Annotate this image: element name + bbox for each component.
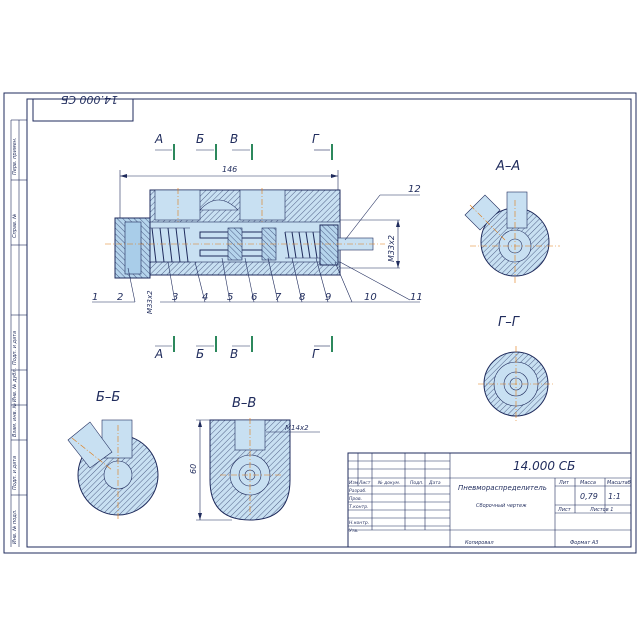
tb-designation: 14.000 СБ bbox=[513, 459, 575, 473]
section-b-b-title: Б–Б bbox=[96, 390, 120, 405]
callout-3: 3 bbox=[172, 292, 178, 303]
callout-9: 9 bbox=[325, 292, 331, 303]
strip-label: Инв. № дубл. bbox=[12, 368, 18, 402]
section-v-v-title: В–В bbox=[232, 396, 256, 411]
strip-label: Подп. и дата bbox=[12, 456, 18, 490]
tb-col: Подп. bbox=[410, 480, 424, 486]
strip-label: Инв. № подл. bbox=[12, 510, 18, 545]
tb-copied: Копировал bbox=[465, 540, 494, 546]
tb-role: Разраб. bbox=[349, 488, 367, 494]
tb-subname: Сборочный чертеж bbox=[476, 503, 527, 509]
tb-col: № докум. bbox=[377, 480, 400, 486]
cut-label-g: Г bbox=[312, 347, 320, 361]
callout-6: 6 bbox=[251, 292, 257, 303]
inner-frame bbox=[26, 98, 632, 548]
tb-col: Дата bbox=[428, 480, 441, 486]
tb-scale-label: Масштаб bbox=[607, 480, 631, 486]
strip-label: Взам. инв. № bbox=[12, 403, 18, 437]
callout-8: 8 bbox=[299, 292, 305, 303]
callout-12: 12 bbox=[408, 184, 421, 195]
tb-format: Формат А3 bbox=[570, 540, 598, 546]
tb-lit: Лит bbox=[558, 480, 570, 486]
dim-thread-left: M33x2 bbox=[146, 290, 154, 314]
tb-name: Пневмораспределитель bbox=[458, 484, 547, 492]
dim-thread-right: M33x2 bbox=[387, 235, 396, 262]
tb-role: Утв. bbox=[349, 528, 358, 534]
cut-markers-top: А Б В Г bbox=[154, 132, 333, 160]
cut-label-v: В bbox=[230, 132, 238, 146]
callouts: 1 2 3 4 5 6 7 8 9 10 11 12 bbox=[92, 184, 423, 303]
dim-length-text: 146 bbox=[222, 165, 237, 174]
section-g-g-title: Г–Г bbox=[498, 315, 521, 330]
cut-label-v: В bbox=[230, 347, 238, 361]
strip-label: Перв. примен. bbox=[12, 137, 18, 175]
tb-col: Лист bbox=[358, 480, 371, 486]
strip-label: Подп. и дата bbox=[12, 331, 18, 365]
title-block: Изм Лист № докум. Подп. Дата Разраб. Про… bbox=[347, 452, 632, 548]
section-b-b: Б–Б bbox=[67, 390, 159, 520]
callout-4: 4 bbox=[202, 292, 208, 303]
cut-label-a: А bbox=[154, 132, 163, 146]
callout-11: 11 bbox=[410, 292, 423, 303]
main-section-view: M33x2 M33x2 bbox=[105, 188, 400, 314]
tb-role: Т.контр. bbox=[349, 504, 369, 510]
tb-role: Н.контр. bbox=[349, 520, 369, 526]
cut-label-b: Б bbox=[196, 132, 204, 146]
tb-scale: 1:1 bbox=[608, 492, 621, 501]
tb-role: Пров. bbox=[349, 496, 362, 502]
callout-7: 7 bbox=[275, 292, 282, 303]
section-a-a-title: А–А bbox=[495, 159, 520, 174]
tb-mass-label: Масса bbox=[580, 480, 596, 486]
callout-1: 1 bbox=[92, 292, 98, 303]
dim-thread-vv: M14x2 bbox=[285, 424, 309, 432]
cut-label-b: Б bbox=[196, 347, 204, 361]
tb-mass: 0,79 bbox=[580, 492, 598, 501]
callout-2: 2 bbox=[117, 292, 123, 303]
section-v-v: В–В 60 M14x2 bbox=[189, 396, 320, 521]
side-strip: Перв. примен. Справ. № Подп. и дата Инв.… bbox=[10, 119, 27, 547]
outer-frame bbox=[3, 92, 637, 554]
cut-label-g: Г bbox=[312, 132, 320, 146]
top-stamp: 14.000 СБ bbox=[32, 93, 134, 122]
callout-5: 5 bbox=[227, 292, 233, 303]
tb-sheets: Листов 1 bbox=[589, 507, 613, 513]
strip-label: Справ. № bbox=[12, 214, 18, 238]
section-g-g: Г–Г bbox=[478, 315, 554, 422]
tb-sheet: Лист bbox=[557, 507, 572, 513]
cut-markers-bottom: А Б В Г bbox=[154, 336, 333, 361]
section-a-a: А–А bbox=[464, 159, 560, 285]
callout-10: 10 bbox=[364, 292, 377, 303]
top-stamp-text: 14.000 СБ bbox=[61, 93, 118, 106]
dim-height-vv: 60 bbox=[189, 464, 198, 474]
tb-col: Изм bbox=[349, 480, 359, 486]
cut-label-a: А bbox=[154, 347, 163, 361]
